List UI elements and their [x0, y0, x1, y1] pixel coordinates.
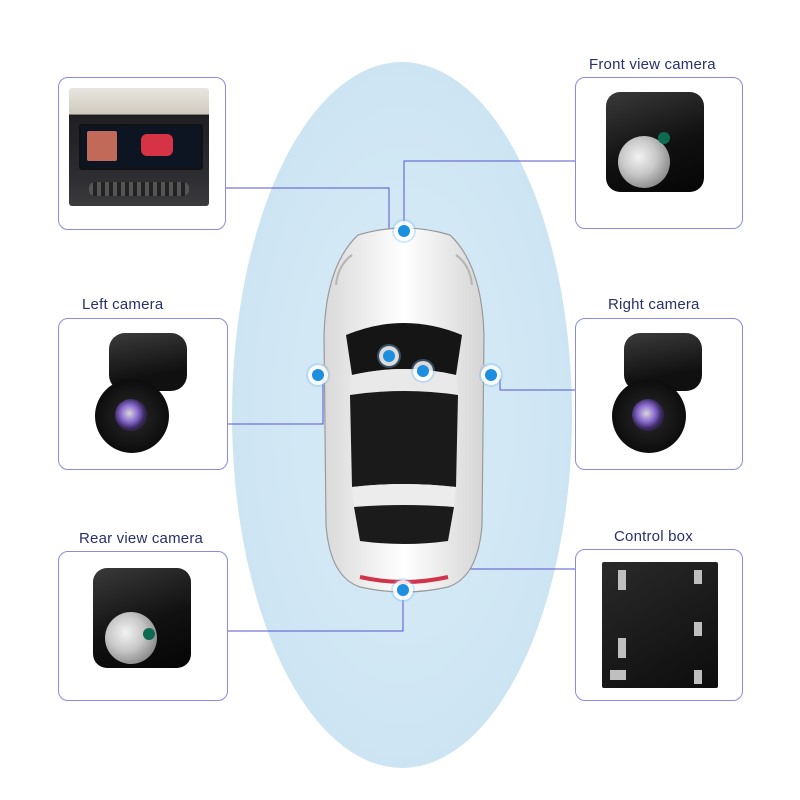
- front-camera-lens: [618, 136, 670, 188]
- right-camera-panel: [575, 318, 743, 470]
- right-camera-photo: [604, 333, 714, 453]
- right-camera-lens: [632, 399, 664, 431]
- rear-camera-panel: [58, 551, 228, 701]
- line-front: [403, 160, 576, 230]
- marker-left: [308, 365, 328, 385]
- line-right: [499, 375, 578, 391]
- control-box-label: Control box: [614, 528, 693, 545]
- left-camera-panel: [58, 318, 228, 470]
- front-camera-led: [658, 132, 670, 144]
- front-camera-photo: [606, 92, 704, 192]
- front-camera-panel: [575, 77, 743, 229]
- car-top-view: [318, 225, 490, 600]
- rear-view-camera-label: Rear view camera: [79, 530, 204, 547]
- control-box-port: [610, 670, 626, 680]
- control-box-port: [694, 670, 702, 684]
- display-pip-view: [87, 131, 117, 161]
- display-screen: [79, 124, 203, 170]
- line-rear: [228, 590, 404, 632]
- marker-rear: [393, 580, 413, 600]
- control-box-port: [618, 638, 626, 658]
- display-panel: [58, 77, 226, 230]
- marker-display: [379, 346, 399, 366]
- left-camera-photo: [89, 333, 199, 453]
- rear-camera-led: [143, 628, 155, 640]
- left-camera-lens: [115, 399, 147, 431]
- display-car-view: [141, 134, 173, 156]
- control-box-port: [694, 622, 702, 636]
- front-view-camera-label: Front view camera: [589, 56, 716, 73]
- marker-control: [413, 361, 433, 381]
- left-camera-label: Left camera: [82, 296, 164, 313]
- dashboard-vents: [89, 182, 189, 196]
- control-box-panel: [575, 549, 743, 701]
- dashboard-display-photo: [69, 88, 209, 206]
- control-box-photo: [602, 562, 718, 688]
- marker-front: [394, 221, 414, 241]
- control-box-port: [694, 570, 702, 584]
- right-camera-label: Right camera: [608, 296, 700, 313]
- line-left: [228, 375, 324, 425]
- marker-right: [481, 365, 501, 385]
- rear-camera-photo: [93, 568, 191, 668]
- control-box-port: [618, 570, 626, 590]
